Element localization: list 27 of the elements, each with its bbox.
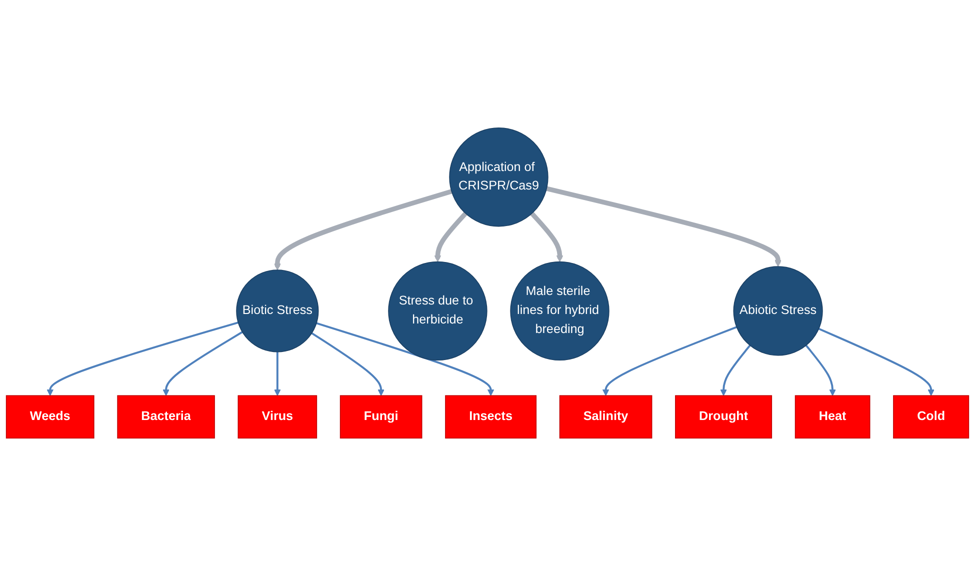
node-circle: Abiotic Stress — [733, 266, 823, 356]
node-circle: Stress due to herbicide — [388, 261, 488, 361]
arrow — [546, 186, 782, 267]
node-box: Insects — [445, 395, 537, 439]
node-box: Salinity — [559, 395, 652, 439]
arrow — [720, 344, 751, 396]
node-box: Drought — [675, 395, 772, 439]
arrow — [274, 352, 281, 396]
arrow — [311, 332, 385, 396]
node-circle: Application of CRISPR/Cas9 — [449, 127, 548, 227]
node-circle: Biotic Stress — [236, 270, 319, 352]
arrow — [162, 331, 243, 396]
node-box: Weeds — [6, 395, 94, 439]
node-box: Heat — [794, 395, 870, 439]
arrow — [805, 344, 836, 396]
arrow — [46, 322, 238, 396]
arrow — [434, 212, 468, 262]
node-box: Virus — [238, 395, 318, 439]
arrow — [530, 212, 564, 262]
arrow — [818, 328, 935, 396]
arrow — [274, 189, 452, 270]
node-circle: Male sterile lines for hybrid breeding — [510, 261, 610, 361]
arrow — [602, 326, 737, 396]
node-box: Bacteria — [117, 395, 215, 439]
arrow — [316, 322, 494, 396]
node-box: Fungi — [340, 395, 422, 439]
node-box: Cold — [893, 395, 970, 439]
